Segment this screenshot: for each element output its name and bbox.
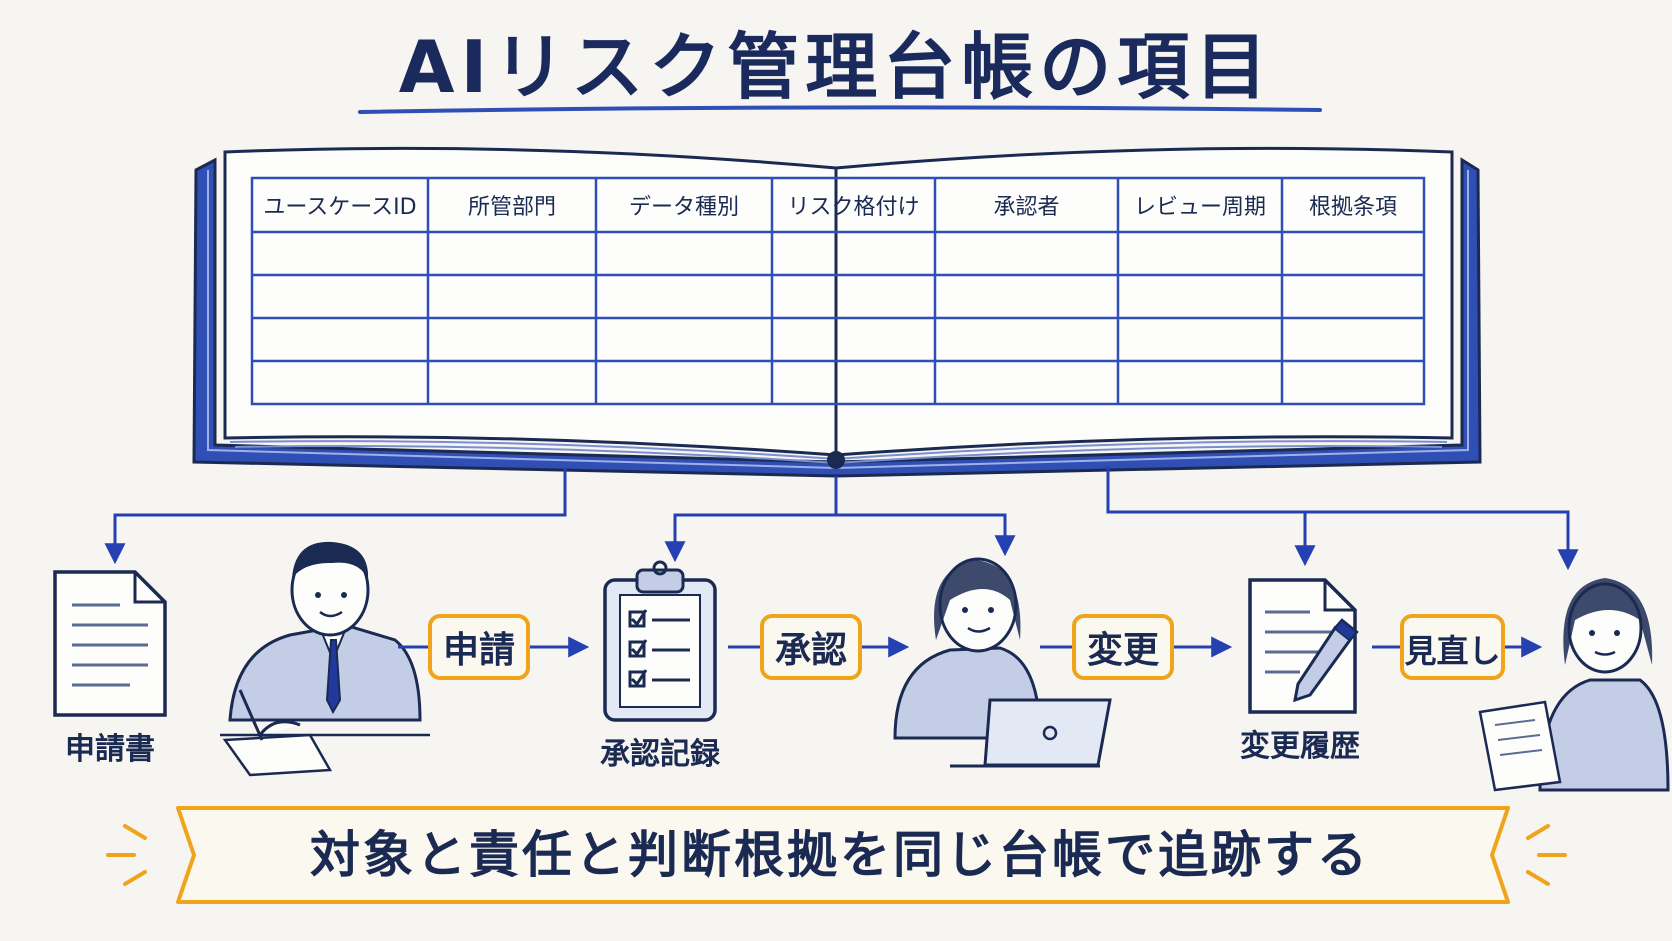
connector-lines bbox=[104, 466, 1579, 571]
label-application-form: 申請書 bbox=[65, 732, 155, 767]
change-document-icon bbox=[1248, 578, 1359, 714]
application-form-icon bbox=[53, 570, 167, 717]
approver-person-icon bbox=[893, 557, 1112, 768]
applicant-person-icon bbox=[220, 541, 430, 777]
step-approve: 承認 bbox=[760, 614, 862, 680]
label-approval-record: 承認記録 bbox=[600, 737, 720, 772]
clipboard-icon bbox=[603, 560, 717, 722]
column-header-data-type: データ種別 bbox=[628, 195, 739, 220]
label-change-history: 変更履歴 bbox=[1240, 729, 1360, 764]
banner-message: 対象と責任と判断根拠を同じ台帳で追跡する bbox=[310, 826, 1370, 884]
ledger-table bbox=[250, 176, 1426, 406]
title-underline bbox=[358, 105, 1322, 114]
reviewer-person-icon bbox=[1478, 578, 1670, 792]
column-header-risk-rating: リスク格付け bbox=[787, 195, 920, 220]
step-change: 変更 bbox=[1072, 614, 1174, 680]
step-apply: 申請 bbox=[428, 614, 530, 680]
banner-ribbon bbox=[176, 806, 1510, 904]
page-title: AIリスク管理台帳の項目 bbox=[398, 25, 1274, 109]
column-header-usecase-id: ユースケースID bbox=[263, 195, 417, 220]
column-header-department: 所管部門 bbox=[467, 195, 556, 220]
column-header-basis-clause: 根拠条項 bbox=[1308, 195, 1397, 220]
ledger-book bbox=[192, 146, 1482, 478]
column-header-approver: 承認者 bbox=[993, 195, 1060, 220]
column-header-review-cycle: レビュー周期 bbox=[1133, 195, 1266, 220]
step-review: 見直し bbox=[1400, 614, 1505, 680]
pen-icon bbox=[1293, 618, 1359, 703]
banner-sparks bbox=[106, 824, 1567, 886]
